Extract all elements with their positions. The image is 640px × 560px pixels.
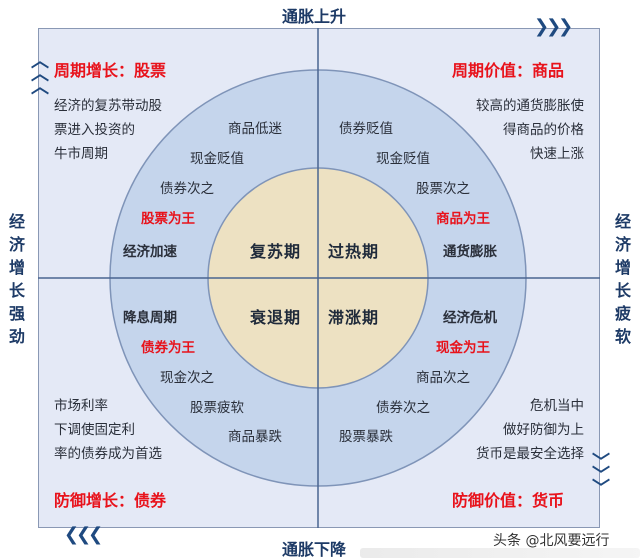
quadrant-title-top-left: 周期增长：股票 (54, 61, 167, 80)
axis-label-right: 经济增长疲软 (614, 212, 631, 346)
chevron-down-icon: ﹀﹀﹀ (592, 452, 610, 499)
phase-overheat: 过热期 (328, 242, 380, 261)
axis-label-left: 经济增长强劲 (8, 212, 25, 346)
ring-label: 现金次之 (160, 370, 214, 386)
quadrant-desc-top-left: 经济的复苏带动股 票进入投资的 牛市周期 (54, 98, 162, 162)
phase-recession: 衰退期 (250, 308, 302, 327)
ring-label: 股票暴跌 (339, 429, 393, 445)
phase-recovery: 复苏期 (250, 242, 302, 261)
ring-label: 经济危机 (443, 310, 497, 326)
ring-label: 商品次之 (416, 370, 470, 386)
ring-label: 股票疲软 (190, 400, 244, 416)
ring-label: 债券次之 (160, 181, 214, 197)
quadrant-title-top-right: 周期价值：商品 (452, 61, 565, 80)
ring-label: 商品暴跌 (228, 429, 282, 445)
quadrant-title-bottom-right: 防御价值：货币 (452, 491, 565, 510)
ring-label-highlight: 商品为王 (436, 211, 490, 227)
chevron-left-icon: ❮❮❮ (64, 524, 103, 545)
quadrant-desc-bottom-right: 危机当中 做好防御为上 货币是最安全选择 (476, 398, 584, 462)
ring-label-highlight: 现金为王 (436, 340, 490, 356)
ring-label: 股票次之 (416, 181, 470, 197)
quadrant-desc-top-right: 较高的通货膨胀使 得商品的价格 快速上涨 (476, 98, 584, 162)
ring-label: 通货膨胀 (443, 244, 497, 260)
ring-label-highlight: 债券为王 (141, 340, 195, 356)
ring-label: 商品低迷 (228, 121, 282, 137)
chevron-up-icon: ︿︿︿ (31, 51, 49, 98)
axis-label-bottom: 通胀下降 (282, 540, 347, 559)
ring-label: 债券贬值 (339, 121, 393, 137)
ring-label: 经济加速 (123, 244, 177, 260)
quadrant-desc-bottom-left: 市场利率 下调使固定利 率的债券成为首选 (54, 398, 162, 462)
ring-label: 降息周期 (123, 310, 177, 326)
axis-label-top: 通胀上升 (282, 7, 347, 26)
phase-stagflation: 滞涨期 (328, 308, 380, 327)
cropped-caption (360, 548, 640, 558)
ring-label: 现金贬值 (190, 151, 244, 167)
chevron-right-icon: ❯❯❯ (534, 16, 573, 37)
ring-label: 现金贬值 (376, 151, 430, 167)
watermark: 头条 @北风要远行 (493, 533, 610, 549)
quadrant-title-bottom-left: 防御增长：债券 (54, 491, 167, 510)
ring-label: 债券次之 (376, 400, 430, 416)
ring-label-highlight: 股票为王 (141, 211, 195, 227)
